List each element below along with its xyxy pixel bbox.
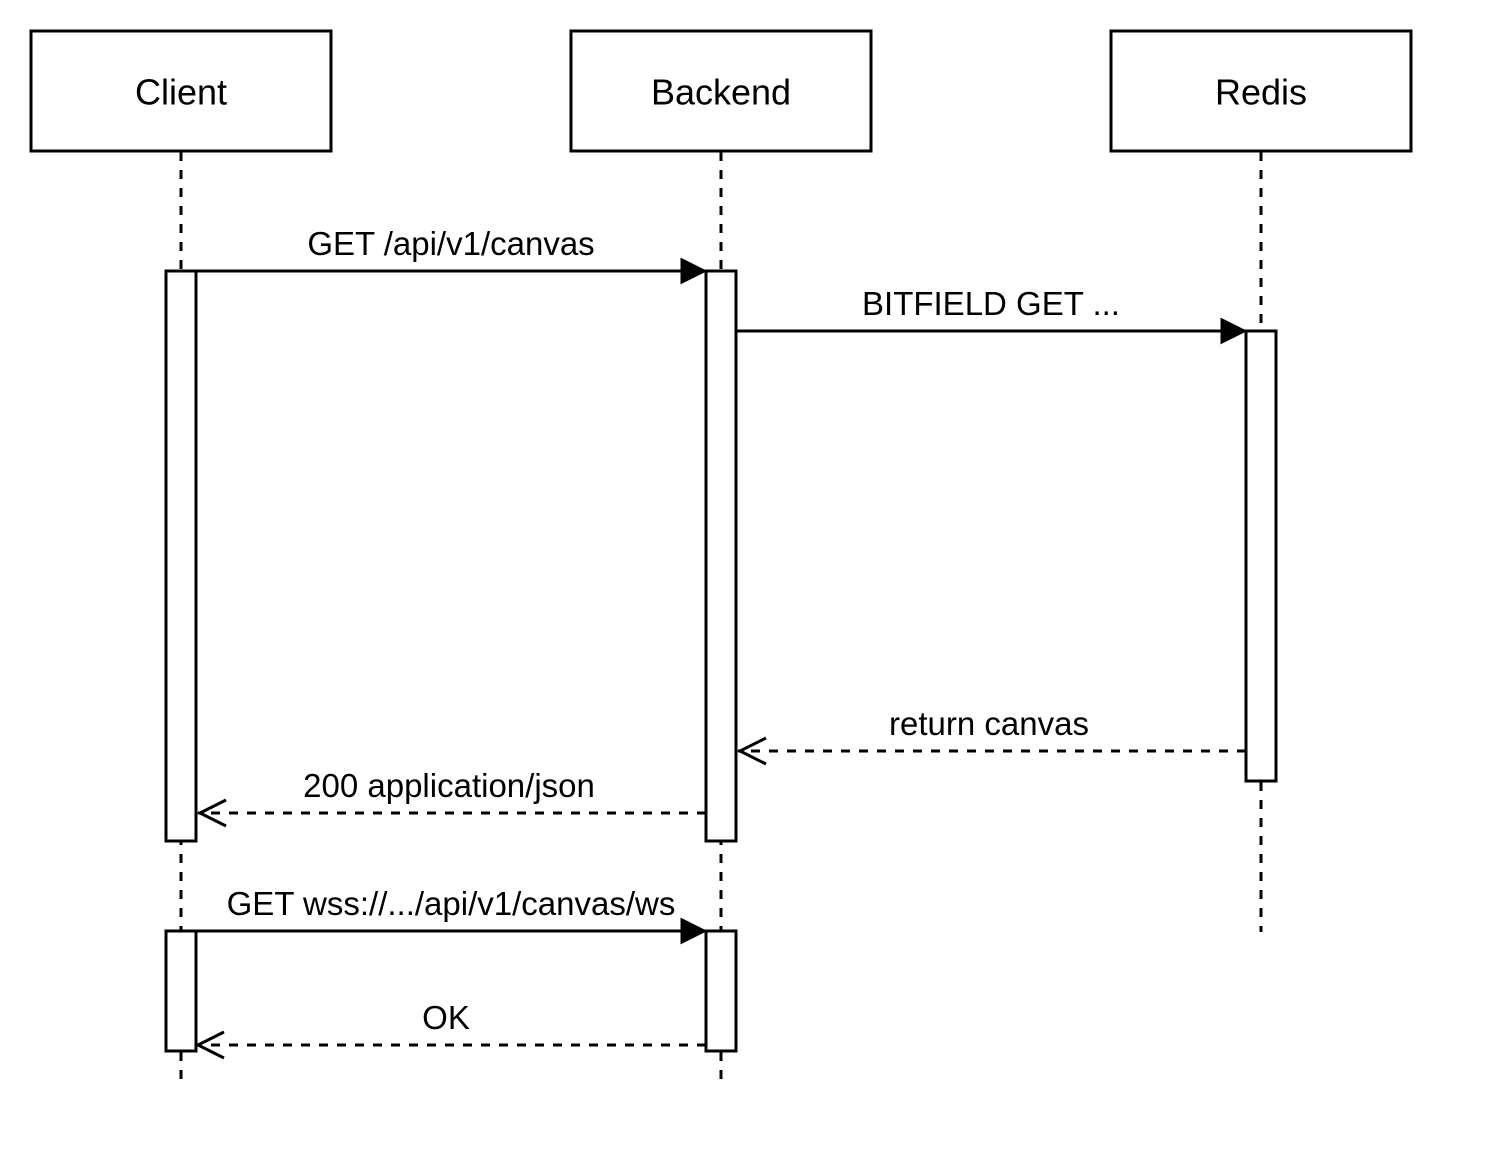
participant-backend-box <box>569 29 873 153</box>
filled-arrowhead-icon <box>1220 317 1248 345</box>
message-bitfield-get-label: BITFIELD GET ... <box>862 285 1120 322</box>
open-arrowhead-icon <box>196 798 227 828</box>
message-return-canvas-label: return canvas <box>889 705 1089 742</box>
message-get-wss: GET wss://.../api/v1/canvas/ws <box>196 885 708 945</box>
message-get-canvas-label: GET /api/v1/canvas <box>307 225 594 262</box>
message-return-canvas: return canvas <box>736 705 1246 766</box>
message-bitfield-get: BITFIELD GET ... <box>736 285 1248 345</box>
participant-client: Client <box>29 29 333 153</box>
participant-redis-box <box>1109 29 1413 153</box>
message-200-json-label: 200 application/json <box>303 767 595 804</box>
participant-redis: Redis <box>1109 29 1413 153</box>
activation-client-1 <box>164 269 198 843</box>
open-arrowhead-icon <box>736 736 767 766</box>
participant-redis-label: Redis <box>1215 72 1307 113</box>
message-ok: OK <box>194 999 706 1060</box>
participant-backend: Backend <box>569 29 873 153</box>
activation-client-2 <box>164 929 198 1053</box>
activation-backend-2 <box>704 929 738 1053</box>
filled-arrowhead-icon <box>680 257 708 285</box>
participant-client-label: Client <box>135 72 227 113</box>
participant-backend-label: Backend <box>651 72 791 113</box>
message-200-json: 200 application/json <box>196 767 706 828</box>
filled-arrowhead-icon <box>680 917 708 945</box>
activation-redis-1 <box>1244 329 1278 783</box>
participant-client-box <box>29 29 333 153</box>
open-arrowhead-icon <box>194 1030 225 1060</box>
message-get-canvas: GET /api/v1/canvas <box>196 225 708 285</box>
message-get-wss-label: GET wss://.../api/v1/canvas/ws <box>227 885 676 922</box>
message-ok-label: OK <box>422 999 470 1036</box>
activation-backend-1 <box>704 269 738 843</box>
